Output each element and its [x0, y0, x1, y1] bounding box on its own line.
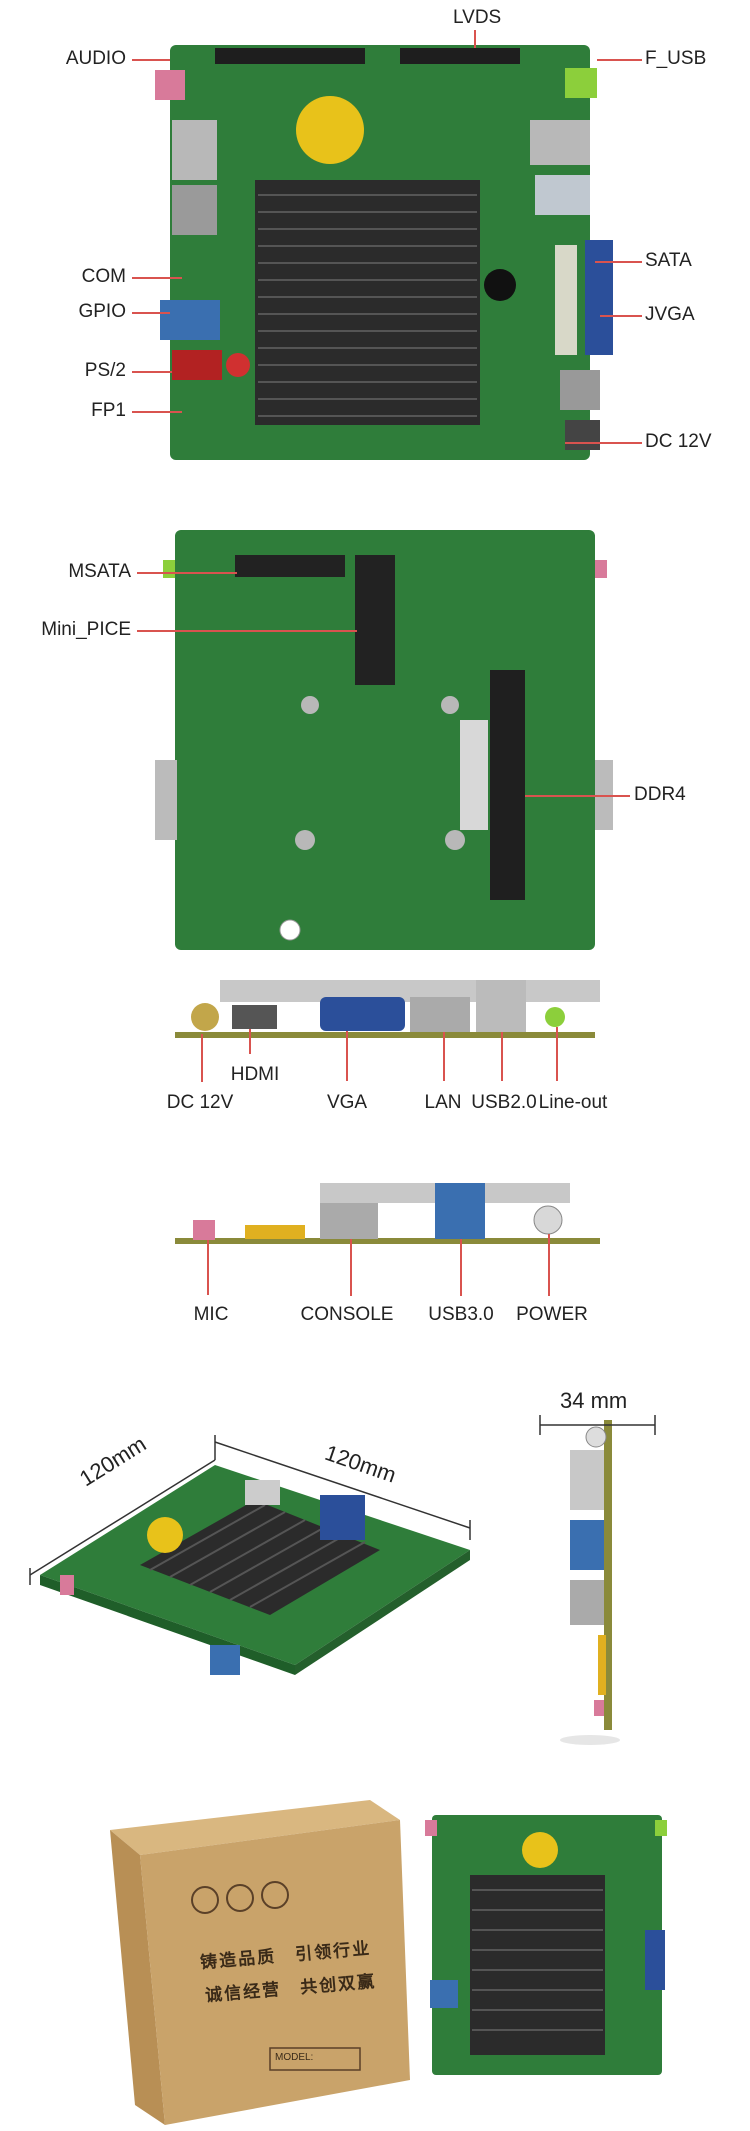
label-vga: VGA: [326, 1092, 368, 1113]
f-usb-port: [565, 68, 597, 98]
vga-port-rear: [320, 997, 405, 1031]
label-msata: MSATA: [68, 561, 131, 582]
label-dc12v-rear: DC 12V: [166, 1092, 234, 1113]
back-board-section: MSATA Mini_PICE DDR4: [0, 520, 750, 960]
label-ddr4: DDR4: [634, 784, 686, 805]
label-power: POWER: [516, 1304, 588, 1325]
usb3-port-left: [160, 300, 220, 340]
label-sata: SATA: [645, 250, 692, 271]
rear-io-image: [175, 980, 600, 1038]
lan-port: [410, 997, 470, 1032]
line-out-jack: [545, 1007, 565, 1027]
label-f-usb: F_USB: [645, 48, 707, 69]
label-usb2: USB2.0: [471, 1092, 537, 1113]
top-board-image: [155, 45, 613, 460]
packaging-image: [110, 1800, 667, 2125]
back-board-image: [155, 530, 613, 950]
ddr4-slot: [490, 670, 525, 900]
label-audio: AUDIO: [65, 48, 126, 69]
front-io-image: [175, 1183, 600, 1244]
label-console: CONSOLE: [300, 1304, 394, 1325]
top-board-section: LVDS AUDIO COM GPIO PS/2 FP1 F_USB SATA …: [0, 0, 750, 470]
mic-jack: [193, 1220, 215, 1240]
label-usb3: USB3.0: [428, 1304, 494, 1325]
console-port: [320, 1203, 378, 1239]
usb3-port: [435, 1183, 485, 1239]
msata-slot: [235, 555, 345, 577]
packaging-section: 铸造品质 引领行业 诚信经营 共创双赢 MODEL:: [0, 1780, 750, 2131]
hdmi-port: [232, 1005, 277, 1029]
rear-io-section: HDMI DC 12V VGA LAN USB2.0 Line-out: [0, 975, 750, 1125]
label-gpio: GPIO: [78, 301, 126, 322]
cmos-battery: [296, 96, 364, 164]
label-line-out: Line-out: [538, 1092, 608, 1113]
audio-jack: [155, 70, 185, 100]
label-lan: LAN: [424, 1092, 462, 1113]
front-io-section: MIC CONSOLE USB3.0 POWER: [0, 1175, 750, 1340]
mini-pcie-slot: [355, 555, 395, 685]
label-dc12v-top: DC 12V: [645, 431, 712, 452]
label-ps2: PS/2: [84, 360, 126, 381]
dimension-image: [29, 1415, 656, 1745]
usb2-port: [476, 980, 526, 1032]
label-mini-pice: Mini_PICE: [41, 619, 131, 640]
vga-port: [585, 240, 613, 355]
label-lvds: LVDS: [453, 7, 502, 28]
heatsink: [255, 180, 480, 425]
label-fp1: FP1: [91, 400, 126, 421]
label-mic: MIC: [193, 1304, 229, 1325]
board-side-view: [604, 1420, 612, 1730]
dimensions-section: 120mm 120mm 34 mm: [0, 1380, 750, 1760]
label-hdmi: HDMI: [230, 1064, 280, 1085]
dimension-height: 34 mm: [560, 1388, 628, 1413]
label-jvga: JVGA: [645, 304, 695, 325]
box-model-label: MODEL:: [275, 2052, 314, 2063]
dc-jack: [191, 1003, 219, 1031]
power-button: [533, 1205, 563, 1235]
label-com: COM: [81, 266, 126, 287]
